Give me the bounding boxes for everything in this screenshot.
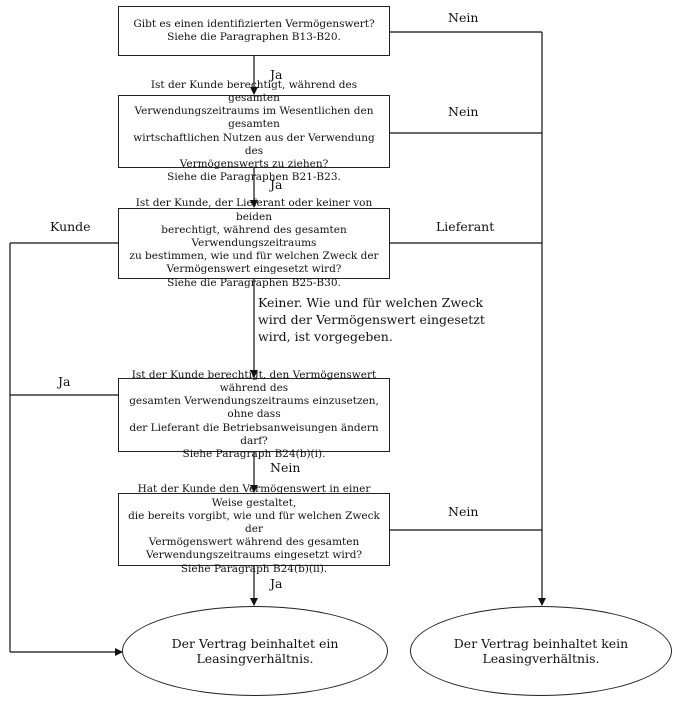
q5-line-4: Verwendungszeitraums eingesetzt wird? [145, 549, 363, 562]
q2-line-5: Siehe die Paragraphen B21-B23. [167, 171, 341, 184]
q3-line-5: Siehe die Paragraphen B25-B30. [167, 276, 341, 289]
q1-line-2: Siehe die Paragraphen B13-B20. [167, 31, 341, 43]
question-economic-benefits: Ist der Kunde berechtigt, während des ge… [118, 79, 390, 183]
keiner-line-3: wird, ist vorgegeben. [258, 329, 393, 344]
q3-line-4: Vermögenswert eingesetzt wird? [166, 263, 342, 276]
q3-line-3: zu bestimmen, wie und für welchen Zweck … [129, 250, 379, 263]
q5-line-2: die bereits vorgibt, wie und für welchen… [128, 509, 380, 535]
question-right-to-direct: Ist der Kunde, der Lieferant oder keiner… [118, 197, 390, 289]
label-q1-ja: Ja [270, 67, 283, 82]
q1-line-1: Gibt es einen identifizierten Vermögensw… [133, 17, 375, 30]
label-q3-keiner: Keiner. Wie und für welchen Zweck wird d… [258, 294, 485, 345]
q2-line-3: wirtschaftlichen Nutzen aus der Verwendu… [133, 131, 375, 157]
label-q4-nein: Nein [270, 460, 301, 475]
label-q2-nein: Nein [448, 104, 479, 119]
question-designed-asset: Hat der Kunde den Vermögenswert in einer… [118, 483, 390, 575]
q4-line-1: Ist der Kunde berechtigt, den Vermögensw… [131, 368, 377, 394]
q2-line-2: Verwendungszeitraums im Wesentlichen den… [134, 105, 374, 131]
question-operate-asset: Ist der Kunde berechtigt, den Vermögensw… [118, 369, 390, 460]
label-q2-ja: Ja [270, 177, 283, 192]
q2-line-1: Ist der Kunde berechtigt, während des ge… [150, 78, 358, 104]
label-q3-kunde: Kunde [50, 219, 91, 234]
outcome-no-lease: Der Vertrag beinhaltet kein Leasingverhä… [410, 606, 672, 696]
label-q3-lieferant: Lieferant [436, 219, 495, 234]
q5-line-1: Hat der Kunde den Vermögenswert in einer… [137, 483, 371, 509]
q4-line-3: der Lieferant die Betriebsanweisungen än… [129, 421, 379, 447]
label-q5-nein: Nein [448, 504, 479, 519]
keiner-line-1: Keiner. Wie und für welchen Zweck [258, 295, 484, 310]
label-q4-ja: Ja [58, 374, 71, 389]
outcome-lease: Der Vertrag beinhaltet ein Leasingverhäl… [122, 606, 388, 696]
q3-line-2: berechtigt, während des gesamten Verwend… [161, 223, 347, 249]
q2-line-4: Vermögenswerts zu ziehen? [179, 157, 329, 170]
q5-line-3: Vermögenswert während des gesamten [148, 536, 360, 549]
q5-line-5: Siehe Paragraph B24(b)(ii). [180, 562, 328, 575]
q4-line-2: gesamten Verwendungszeitraums einzusetze… [129, 395, 379, 421]
q3-line-1: Ist der Kunde, der Lieferant oder keiner… [135, 197, 373, 223]
keiner-line-2: wird der Vermögenswert eingesetzt [258, 312, 485, 327]
q4-line-4: Siehe Paragraph B24(b)(i). [182, 448, 326, 461]
label-q5-ja: Ja [270, 576, 283, 591]
question-identified-asset: Gibt es einen identifizierten Vermögensw… [118, 6, 390, 56]
label-q1-nein: Nein [448, 10, 479, 25]
